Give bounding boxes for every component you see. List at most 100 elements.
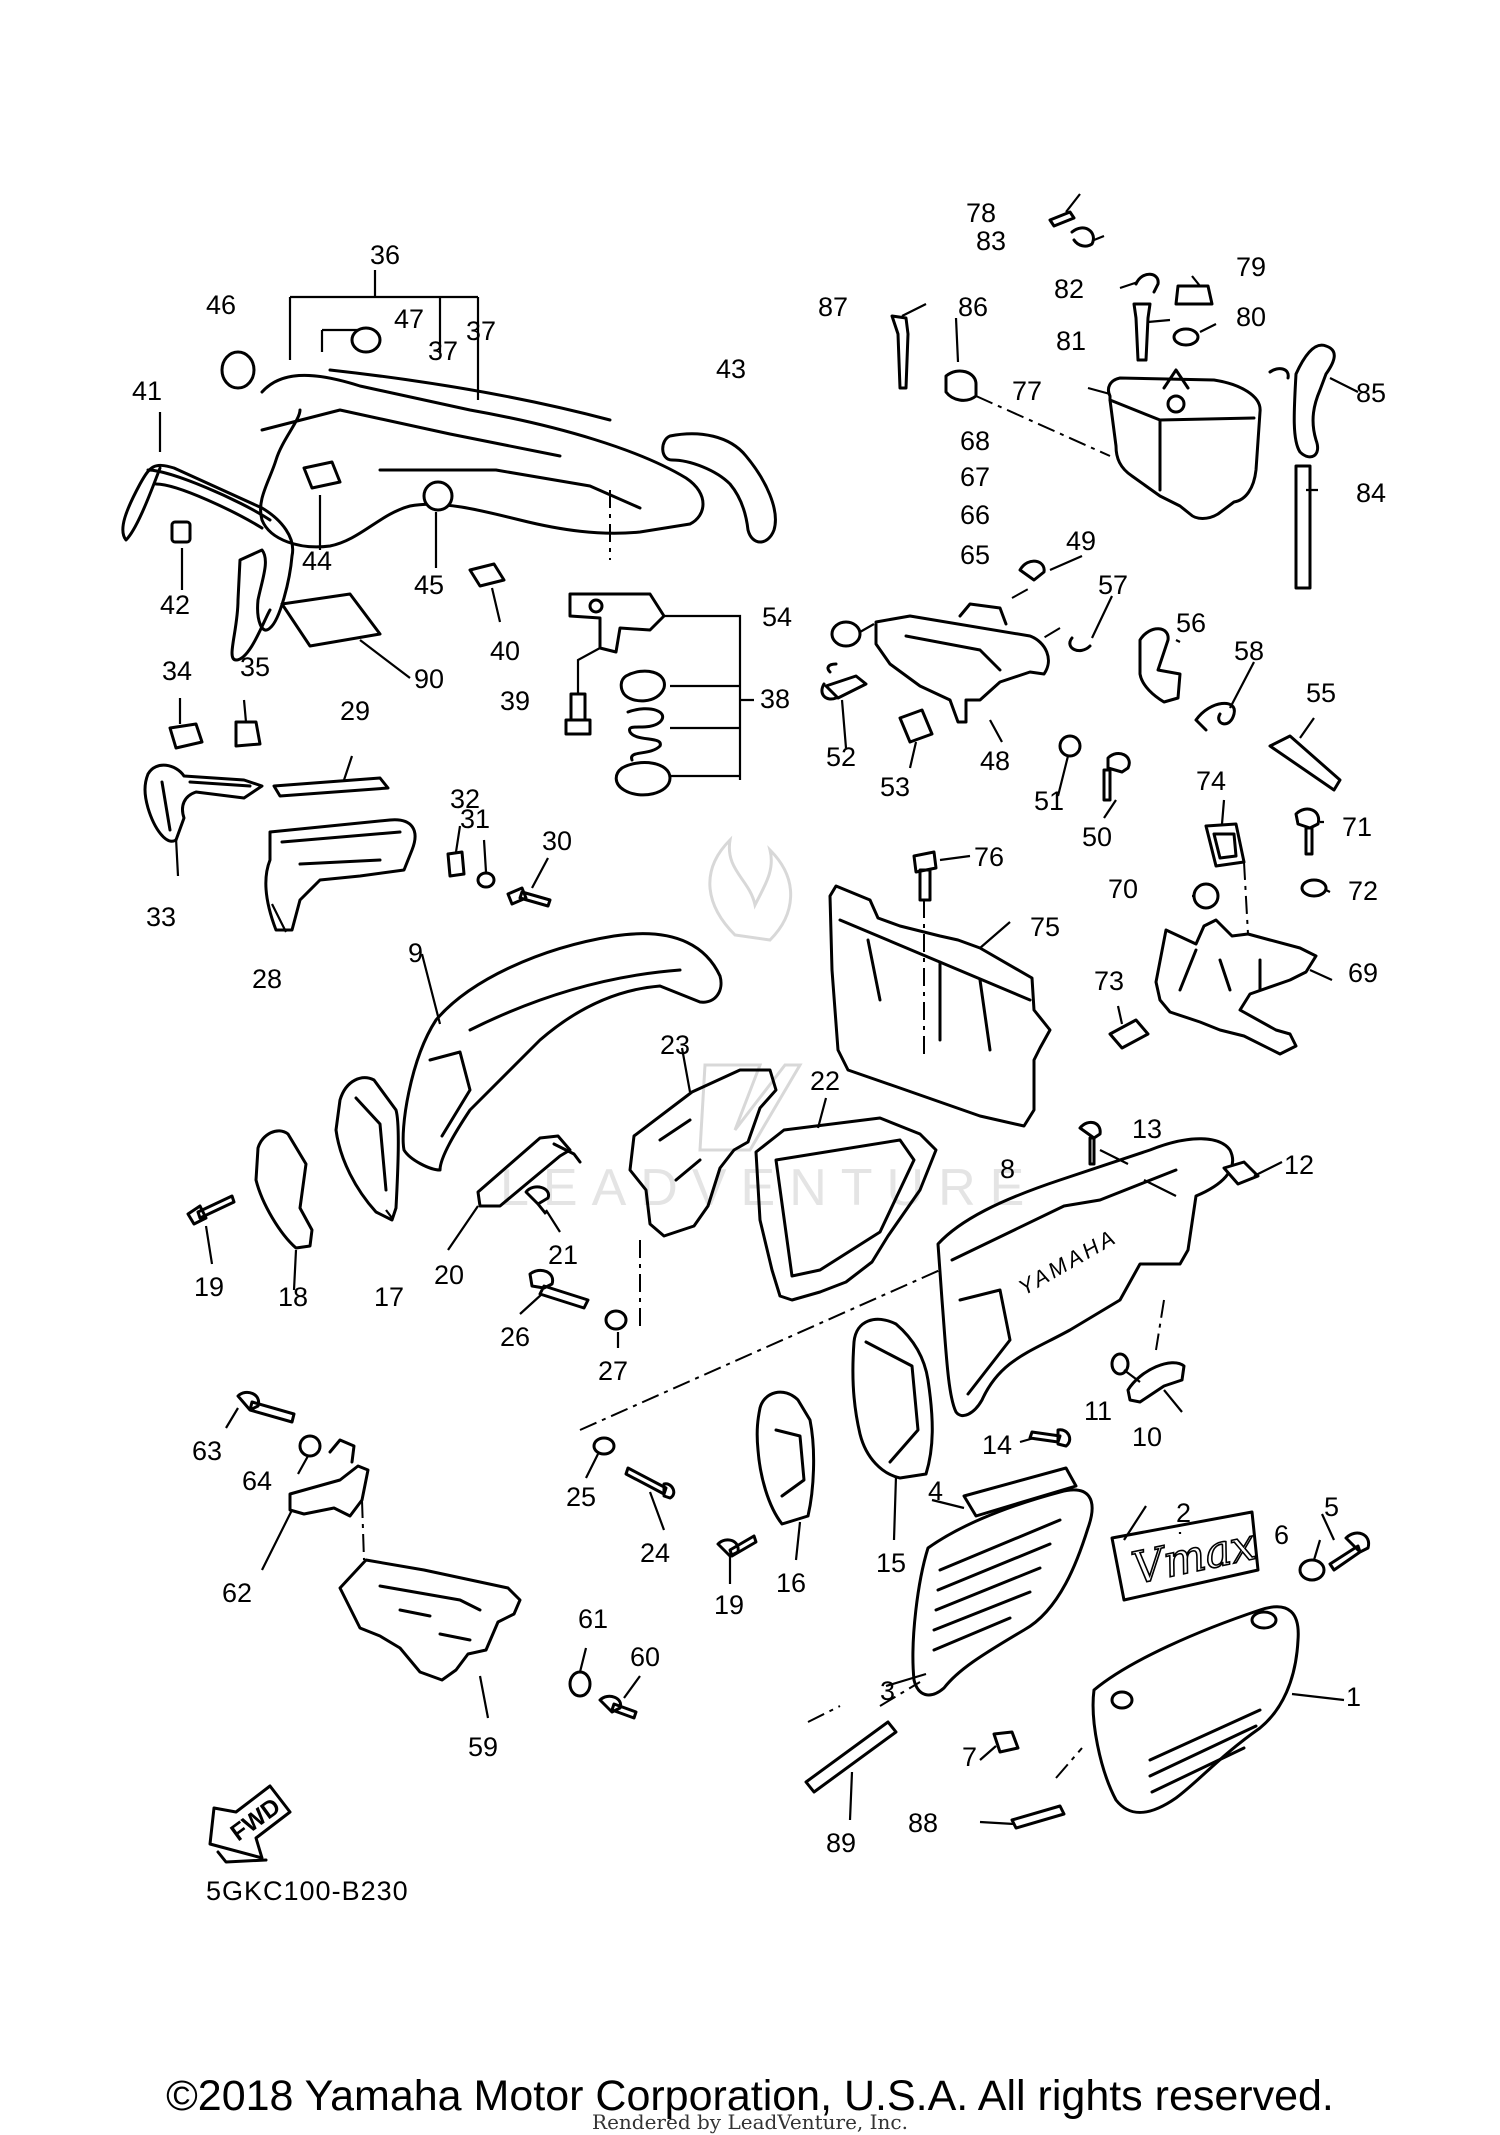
callout-14[interactable]: 14 xyxy=(982,1430,1012,1460)
callout-25[interactable]: 25 xyxy=(566,1482,596,1512)
callout-20[interactable]: 20 xyxy=(434,1260,464,1290)
callout-45[interactable]: 45 xyxy=(414,570,444,600)
callout-12[interactable]: 12 xyxy=(1284,1150,1314,1180)
callout-79[interactable]: 79 xyxy=(1236,252,1266,282)
callout-31[interactable]: 31 xyxy=(460,804,490,834)
callout-80[interactable]: 80 xyxy=(1236,302,1266,332)
callout-73[interactable]: 73 xyxy=(1094,966,1124,996)
fwd-arrow[interactable]: FWD xyxy=(208,1784,292,1864)
callout-59[interactable]: 59 xyxy=(468,1732,498,1762)
callout-16[interactable]: 16 xyxy=(776,1568,806,1598)
callout-58[interactable]: 58 xyxy=(1234,636,1264,666)
callout-48[interactable]: 48 xyxy=(980,746,1010,776)
callout-61[interactable]: 61 xyxy=(578,1604,608,1634)
callout-64[interactable]: 64 xyxy=(242,1466,272,1496)
plate-40 xyxy=(468,562,506,588)
callout-56[interactable]: 56 xyxy=(1176,608,1206,638)
callout-85[interactable]: 85 xyxy=(1356,378,1386,408)
callout-57[interactable]: 57 xyxy=(1098,570,1128,600)
callout-50[interactable]: 50 xyxy=(1082,822,1112,852)
callout-53[interactable]: 53 xyxy=(880,772,910,802)
callout-39[interactable]: 39 xyxy=(500,686,530,716)
callout-46[interactable]: 46 xyxy=(206,290,236,320)
callout-37a[interactable]: 37 xyxy=(428,336,458,366)
callout-42[interactable]: 42 xyxy=(160,590,190,620)
callout-38[interactable]: 38 xyxy=(760,684,790,714)
callout-27[interactable]: 27 xyxy=(598,1356,628,1386)
callout-86[interactable]: 86 xyxy=(958,292,988,322)
callout-60[interactable]: 60 xyxy=(630,1642,660,1672)
callout-15[interactable]: 15 xyxy=(876,1548,906,1578)
callout-55[interactable]: 55 xyxy=(1306,678,1336,708)
callout-21[interactable]: 21 xyxy=(548,1240,578,1270)
callout-40[interactable]: 40 xyxy=(490,636,520,666)
callout-51[interactable]: 51 xyxy=(1034,786,1064,816)
callout-72[interactable]: 72 xyxy=(1348,876,1378,906)
callout-81[interactable]: 81 xyxy=(1056,326,1086,356)
callout-87[interactable]: 87 xyxy=(818,292,848,322)
callout-22[interactable]: 22 xyxy=(810,1066,840,1096)
callout-33[interactable]: 33 xyxy=(146,902,176,932)
callout-6[interactable]: 6 xyxy=(1274,1520,1289,1550)
callout-37b[interactable]: 37 xyxy=(466,316,496,346)
callout-9[interactable]: 9 xyxy=(408,938,423,968)
callout-1[interactable]: 1 xyxy=(1346,1682,1361,1712)
block-53 xyxy=(898,708,934,744)
callout-82[interactable]: 82 xyxy=(1054,274,1084,304)
callout-89[interactable]: 89 xyxy=(826,1828,856,1858)
callout-41[interactable]: 41 xyxy=(132,376,162,406)
callout-71[interactable]: 71 xyxy=(1342,812,1372,842)
callout-74[interactable]: 74 xyxy=(1196,766,1226,796)
callout-23[interactable]: 23 xyxy=(660,1030,690,1060)
callout-63[interactable]: 63 xyxy=(192,1436,222,1466)
callout-19b[interactable]: 19 xyxy=(714,1590,744,1620)
pad-44 xyxy=(302,460,342,490)
callout-44[interactable]: 44 xyxy=(302,546,332,576)
callout-70[interactable]: 70 xyxy=(1108,874,1138,904)
callout-36[interactable]: 36 xyxy=(370,240,400,270)
callout-62[interactable]: 62 xyxy=(222,1578,252,1608)
callout-34[interactable]: 34 xyxy=(162,656,192,686)
callout-8[interactable]: 8 xyxy=(1000,1154,1015,1184)
callout-68[interactable]: 68 xyxy=(960,426,990,456)
callout-54[interactable]: 54 xyxy=(762,602,792,632)
callout-35[interactable]: 35 xyxy=(240,652,270,682)
callout-26[interactable]: 26 xyxy=(500,1322,530,1352)
lock-cup xyxy=(614,761,672,797)
callout-83[interactable]: 83 xyxy=(976,226,1006,256)
callout-90[interactable]: 90 xyxy=(414,664,444,694)
callout-65[interactable]: 65 xyxy=(960,540,990,570)
callout-84[interactable]: 84 xyxy=(1356,478,1386,508)
callout-49[interactable]: 49 xyxy=(1066,526,1096,556)
callout-13[interactable]: 13 xyxy=(1132,1114,1162,1144)
callout-88[interactable]: 88 xyxy=(908,1808,938,1838)
callout-43[interactable]: 43 xyxy=(716,354,746,384)
callout-67[interactable]: 67 xyxy=(960,462,990,492)
callout-28[interactable]: 28 xyxy=(252,964,282,994)
callout-18[interactable]: 18 xyxy=(278,1282,308,1312)
callout-32[interactable]: 32 xyxy=(450,784,480,814)
callout-24[interactable]: 24 xyxy=(640,1538,670,1568)
callout-5[interactable]: 5 xyxy=(1324,1492,1339,1522)
callout-69[interactable]: 69 xyxy=(1348,958,1378,988)
callout-77[interactable]: 77 xyxy=(1012,376,1042,406)
callout-78[interactable]: 78 xyxy=(966,198,996,228)
callout-66[interactable]: 66 xyxy=(960,500,990,530)
callout-75[interactable]: 75 xyxy=(1030,912,1060,942)
callout-11[interactable]: 11 xyxy=(1084,1396,1112,1426)
callout-29[interactable]: 29 xyxy=(340,696,370,726)
callout-3[interactable]: 3 xyxy=(880,1676,895,1706)
callout-10[interactable]: 10 xyxy=(1132,1422,1162,1452)
callout-76[interactable]: 76 xyxy=(974,842,1004,872)
screw-30 xyxy=(506,886,552,908)
callout-4[interactable]: 4 xyxy=(928,1476,943,1506)
callout-19a[interactable]: 19 xyxy=(194,1272,224,1302)
callout-30[interactable]: 30 xyxy=(542,826,572,856)
callout-7[interactable]: 7 xyxy=(962,1742,977,1772)
callout-52[interactable]: 52 xyxy=(826,742,856,772)
callout-47[interactable]: 47 xyxy=(394,304,424,334)
callout-17[interactable]: 17 xyxy=(374,1282,404,1312)
callout-2[interactable]: 2 xyxy=(1176,1498,1191,1528)
screw-13 xyxy=(1078,1120,1102,1166)
